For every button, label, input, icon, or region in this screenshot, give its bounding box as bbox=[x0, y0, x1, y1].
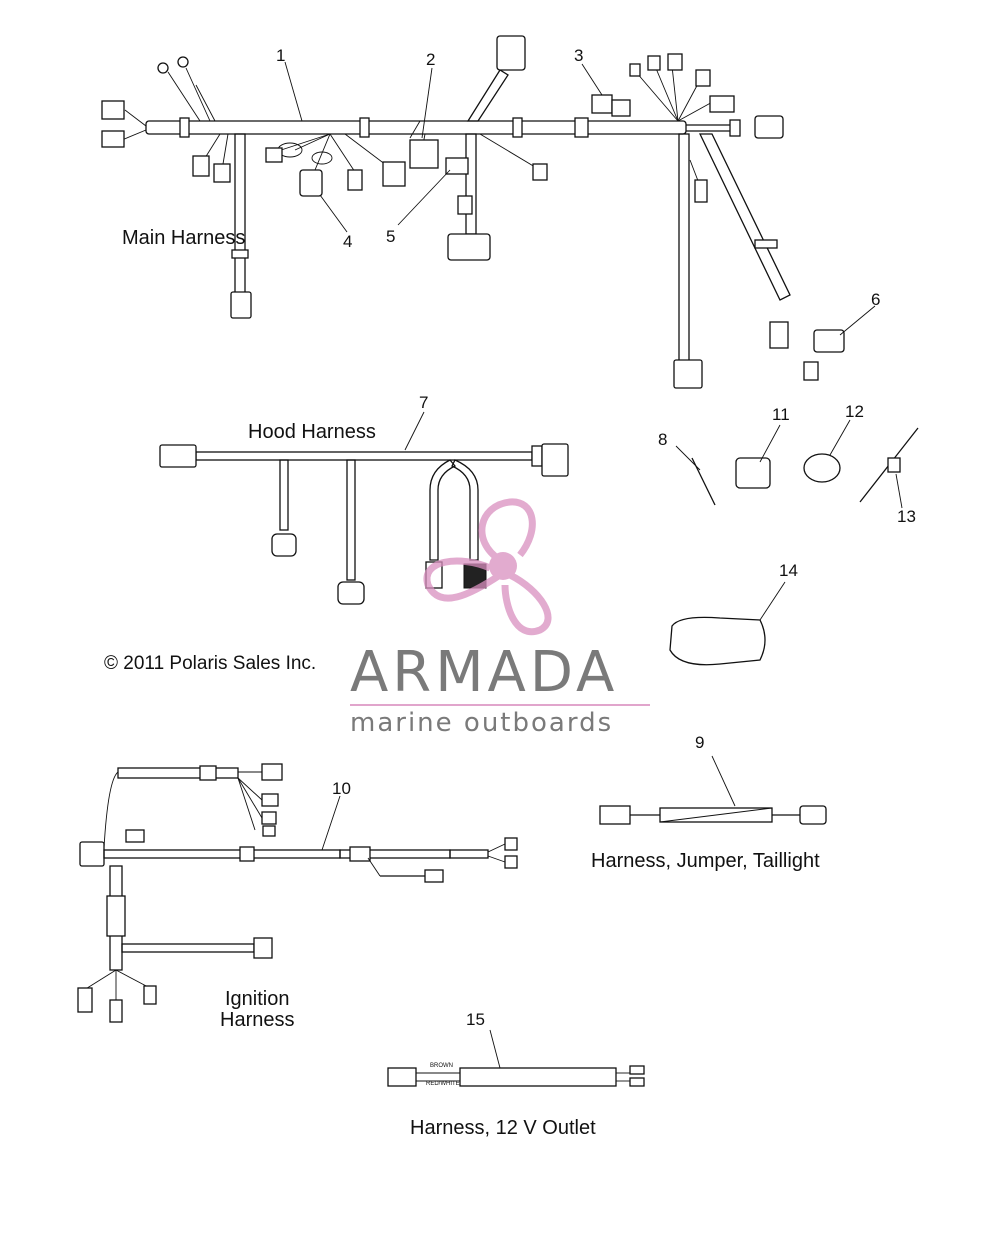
tape-band bbox=[179, 117, 190, 138]
ring-terminal bbox=[157, 62, 169, 74]
jumper-label: Harness, Jumper, Taillight bbox=[591, 850, 820, 872]
connector bbox=[769, 321, 789, 349]
branch bbox=[234, 133, 246, 295]
callout-2: 2 bbox=[426, 50, 436, 69]
callout-1: 1 bbox=[276, 46, 286, 65]
callout-7: 7 bbox=[419, 393, 429, 412]
connector bbox=[253, 937, 273, 959]
branch bbox=[678, 133, 690, 365]
callout-4: 4 bbox=[343, 232, 353, 251]
callout-14: 14 bbox=[779, 561, 798, 580]
wire-label-red-white: RED/WHITE bbox=[426, 1081, 460, 1087]
copyright: © 2011 Polaris Sales Inc. bbox=[104, 653, 317, 674]
connector bbox=[409, 139, 439, 169]
relay bbox=[445, 157, 469, 175]
main-harness-label: Main Harness bbox=[122, 227, 246, 249]
armada-logo-propeller bbox=[423, 498, 552, 636]
hood-trunk bbox=[195, 451, 533, 461]
watermark-rule bbox=[350, 704, 650, 706]
connector bbox=[382, 161, 406, 187]
connector bbox=[192, 155, 210, 177]
connector bbox=[213, 163, 231, 183]
connector bbox=[337, 581, 365, 605]
ring-terminal bbox=[177, 56, 189, 68]
connector bbox=[496, 35, 526, 71]
callout-3: 3 bbox=[574, 46, 584, 65]
main-trunk bbox=[145, 120, 687, 135]
connector bbox=[387, 1067, 417, 1087]
outlet-sleeve bbox=[459, 1067, 617, 1087]
clip bbox=[735, 457, 771, 489]
connector bbox=[447, 233, 491, 261]
outlet-label: Harness, 12 V Outlet bbox=[410, 1117, 596, 1139]
ignition-label-2: Harness bbox=[220, 1009, 295, 1031]
callout-6: 6 bbox=[871, 290, 881, 309]
connector bbox=[673, 359, 703, 389]
callout-8: 8 bbox=[658, 430, 668, 449]
small-parts bbox=[669, 419, 919, 666]
connector bbox=[261, 763, 283, 781]
hood-harness bbox=[159, 411, 569, 605]
connector bbox=[591, 94, 613, 114]
callout-11: 11 bbox=[772, 405, 790, 424]
branch bbox=[698, 133, 791, 301]
wire-label-brown: BROWN bbox=[430, 1063, 453, 1069]
connector bbox=[532, 163, 548, 181]
callout-10: 10 bbox=[332, 779, 351, 798]
callout-12: 12 bbox=[845, 402, 864, 421]
callout-leaders bbox=[284, 61, 876, 336]
callout-9: 9 bbox=[695, 733, 705, 752]
main-connector bbox=[79, 841, 105, 867]
callout-15: 15 bbox=[466, 1010, 485, 1029]
connector bbox=[424, 869, 444, 883]
connector bbox=[265, 147, 283, 163]
connector bbox=[754, 115, 784, 139]
ignition-label-1: Ignition bbox=[225, 988, 290, 1010]
connector bbox=[799, 805, 827, 825]
jumper-harness bbox=[599, 755, 827, 825]
tape-band bbox=[359, 117, 370, 138]
main-harness bbox=[101, 35, 845, 389]
boot-cover bbox=[669, 616, 766, 666]
hood-harness-label: Hood Harness bbox=[248, 421, 376, 443]
connector bbox=[611, 99, 631, 117]
connector bbox=[271, 533, 297, 557]
connector bbox=[813, 329, 845, 353]
watermark-tagline: marine outboards bbox=[350, 708, 614, 738]
connector bbox=[541, 443, 569, 477]
connector bbox=[599, 805, 631, 825]
connector bbox=[709, 95, 735, 113]
connector bbox=[803, 361, 819, 381]
connector bbox=[347, 169, 363, 191]
branch bbox=[465, 133, 477, 235]
branch bbox=[466, 69, 509, 122]
connector bbox=[159, 444, 197, 468]
ignition-harness bbox=[77, 763, 518, 1023]
connector bbox=[299, 169, 323, 197]
callout-5: 5 bbox=[386, 227, 396, 246]
callout-13: 13 bbox=[897, 507, 916, 526]
connector bbox=[101, 100, 125, 120]
watermark-brand: ARMADA bbox=[350, 640, 619, 705]
connector bbox=[230, 291, 252, 319]
tape-band bbox=[512, 117, 523, 138]
outlet-harness bbox=[387, 1029, 645, 1087]
grommet-clip bbox=[803, 453, 841, 483]
connector bbox=[101, 130, 125, 148]
tape-band bbox=[574, 117, 589, 138]
